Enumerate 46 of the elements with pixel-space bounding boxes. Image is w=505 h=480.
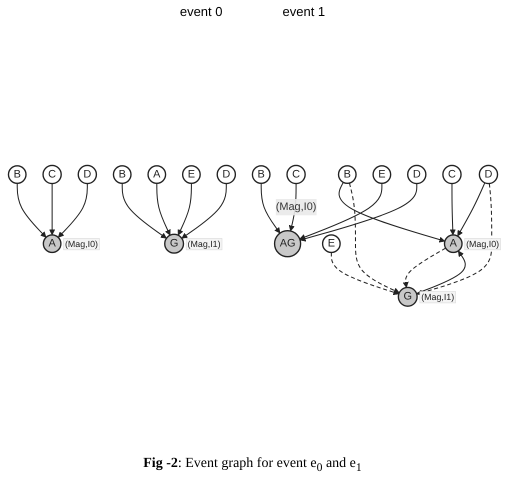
edge-label: (Mag,I0) xyxy=(275,200,316,212)
node-circle: A xyxy=(146,164,166,184)
node-circle: A xyxy=(42,234,62,253)
node-circle: D xyxy=(77,164,97,184)
node-annotation: (Mag,I0) xyxy=(464,238,500,250)
node-circle: A xyxy=(443,234,462,253)
arrow xyxy=(48,183,55,235)
event-label: event 0 xyxy=(180,4,222,19)
arrow xyxy=(348,182,400,293)
arrow xyxy=(416,250,466,294)
arrow xyxy=(456,182,485,236)
node-circle: E xyxy=(372,164,391,184)
node-circle: D xyxy=(478,164,498,184)
arrow xyxy=(298,183,382,240)
arrow xyxy=(402,247,446,288)
node-circle: E xyxy=(181,164,200,184)
arrow xyxy=(177,183,192,236)
node-circle: C xyxy=(442,164,462,184)
arrow xyxy=(57,183,88,238)
arrow xyxy=(156,183,170,236)
node-circle: E xyxy=(321,234,340,253)
figure-caption: Fig -2: Event graph for event e$_{0}$ and e$_{1}$ xyxy=(143,456,362,474)
arrow xyxy=(16,183,46,238)
node-circle: B xyxy=(251,164,270,184)
node-annotation: (Mag,I1) xyxy=(185,238,222,250)
arrow xyxy=(121,183,166,238)
node-circle: D xyxy=(216,164,236,184)
node-circle: B xyxy=(112,164,132,184)
node-circle: C xyxy=(42,164,62,184)
arrow xyxy=(330,252,399,295)
node-circle: B xyxy=(337,164,356,184)
node-circle: G xyxy=(164,233,184,254)
node-annotation: (Mag,I0) xyxy=(62,238,100,250)
arrow xyxy=(449,183,456,235)
node-circle: D xyxy=(406,164,426,184)
arrow xyxy=(299,183,417,242)
node-circle: C xyxy=(286,164,306,184)
event-label: event 1 xyxy=(282,4,326,19)
arrow xyxy=(181,183,226,238)
node-circle: B xyxy=(7,164,26,184)
arrow xyxy=(338,182,445,242)
node-annotation: (Mag,I1) xyxy=(419,290,456,304)
node-circle: AG xyxy=(273,230,301,258)
arrow xyxy=(416,183,492,296)
node-circle: G xyxy=(397,286,418,307)
arrow xyxy=(260,183,280,234)
